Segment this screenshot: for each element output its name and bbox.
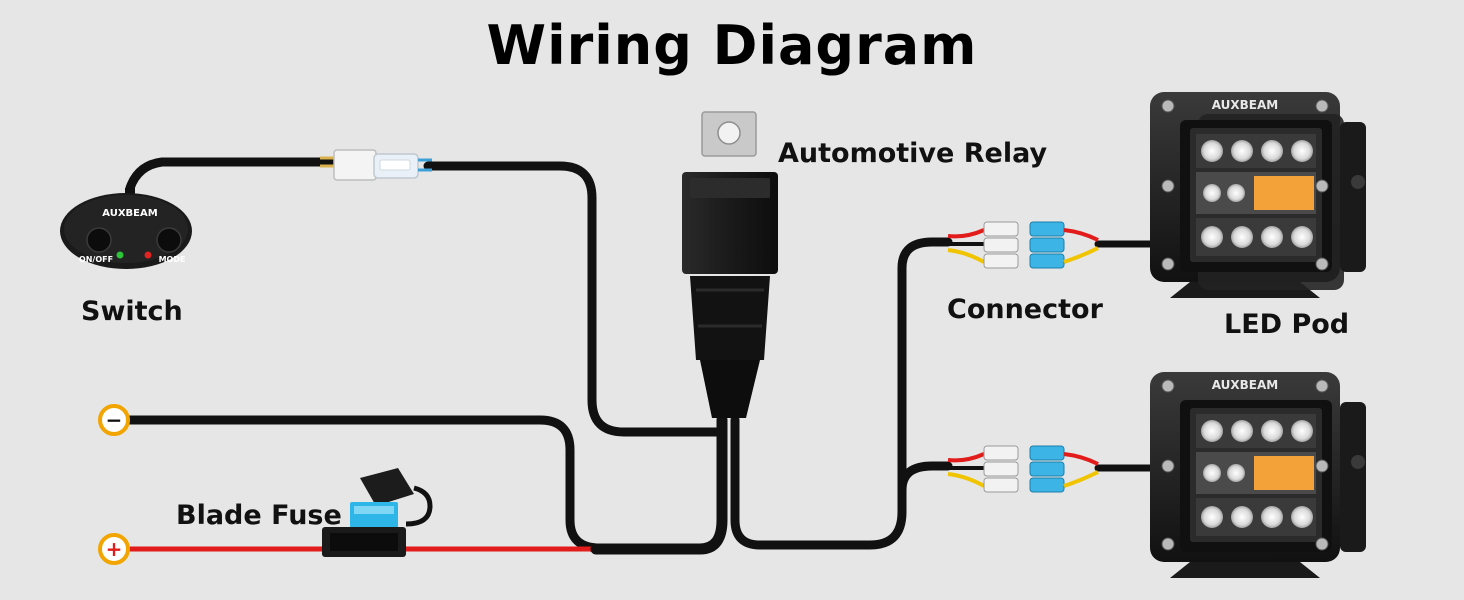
- led-harness-top: [897, 237, 953, 517]
- negative-wire: [123, 415, 605, 553]
- wires: [123, 157, 1162, 555]
- led-pod-top-brand: AUXBEAM: [1212, 98, 1279, 112]
- led-harness: [730, 415, 953, 550]
- positive-terminal: [98, 533, 130, 565]
- relay: [682, 111, 778, 418]
- switch-on-off-label: ON/OFF: [79, 255, 113, 264]
- switch-connector: [320, 149, 432, 181]
- main-harness: [590, 414, 728, 555]
- relay-label: Automotive Relay: [778, 138, 1048, 169]
- red-led: [144, 251, 152, 259]
- blade-fuse-label: Blade Fuse: [176, 500, 342, 531]
- blade-fuse-holder: [322, 468, 433, 557]
- on-off-button: [86, 227, 112, 253]
- switch-mode-label: MODE: [159, 255, 186, 264]
- negative-terminal-sign: −: [106, 408, 123, 432]
- switch-label: Switch: [81, 296, 183, 327]
- connector-label: Connector: [947, 294, 1103, 325]
- led-pod-label: LED Pod: [1224, 309, 1350, 340]
- led-pod-top: [1150, 92, 1366, 298]
- switch-device: [60, 188, 192, 269]
- wire-connector-bottom: [947, 445, 1099, 493]
- mode-button: [156, 227, 182, 253]
- green-led: [116, 251, 124, 259]
- led-pod-bottom-brand: AUXBEAM: [1212, 378, 1279, 392]
- switch-wire-relay-side: [423, 161, 723, 437]
- negative-terminal: [98, 404, 130, 436]
- diagram-title: Wiring Diagram: [486, 14, 978, 77]
- led-pod-bottom: [1150, 372, 1366, 578]
- positive-terminal-sign: +: [106, 537, 123, 561]
- wire-connector-top: [947, 221, 1099, 269]
- switch-wire: [125, 157, 335, 193]
- switch-brand: AUXBEAM: [102, 208, 157, 219]
